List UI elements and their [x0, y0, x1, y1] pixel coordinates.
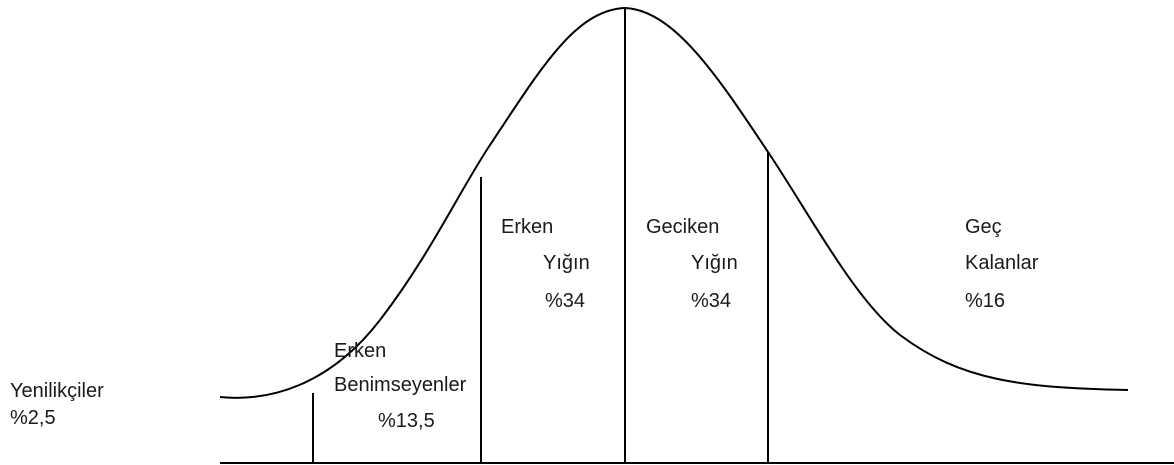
innovators-percent: %2,5: [10, 407, 56, 429]
laggards-percent: %16: [965, 290, 1006, 312]
early-adopters-percent: %13,5: [378, 410, 435, 432]
late-majority-label-line1: Geciken: [646, 216, 720, 238]
late-majority-label-line2: Yığın: [691, 252, 738, 274]
bell-curve: [219, 6, 1129, 399]
early-majority-percent: %34: [545, 290, 586, 312]
laggards-label-line2: Kalanlar: [965, 252, 1039, 274]
early-majority-label-line1: Erken: [501, 216, 554, 238]
early-majority-label-line2: Yığın: [543, 252, 590, 274]
innovators-label: Yenilikçiler: [10, 380, 104, 402]
late-majority-percent: %34: [691, 290, 732, 312]
laggards-label-line1: Geç: [965, 216, 1002, 238]
early-adopters-label-line1: Erken: [334, 340, 387, 362]
early-adopters-label-line2: Benimseyenler: [334, 374, 467, 396]
